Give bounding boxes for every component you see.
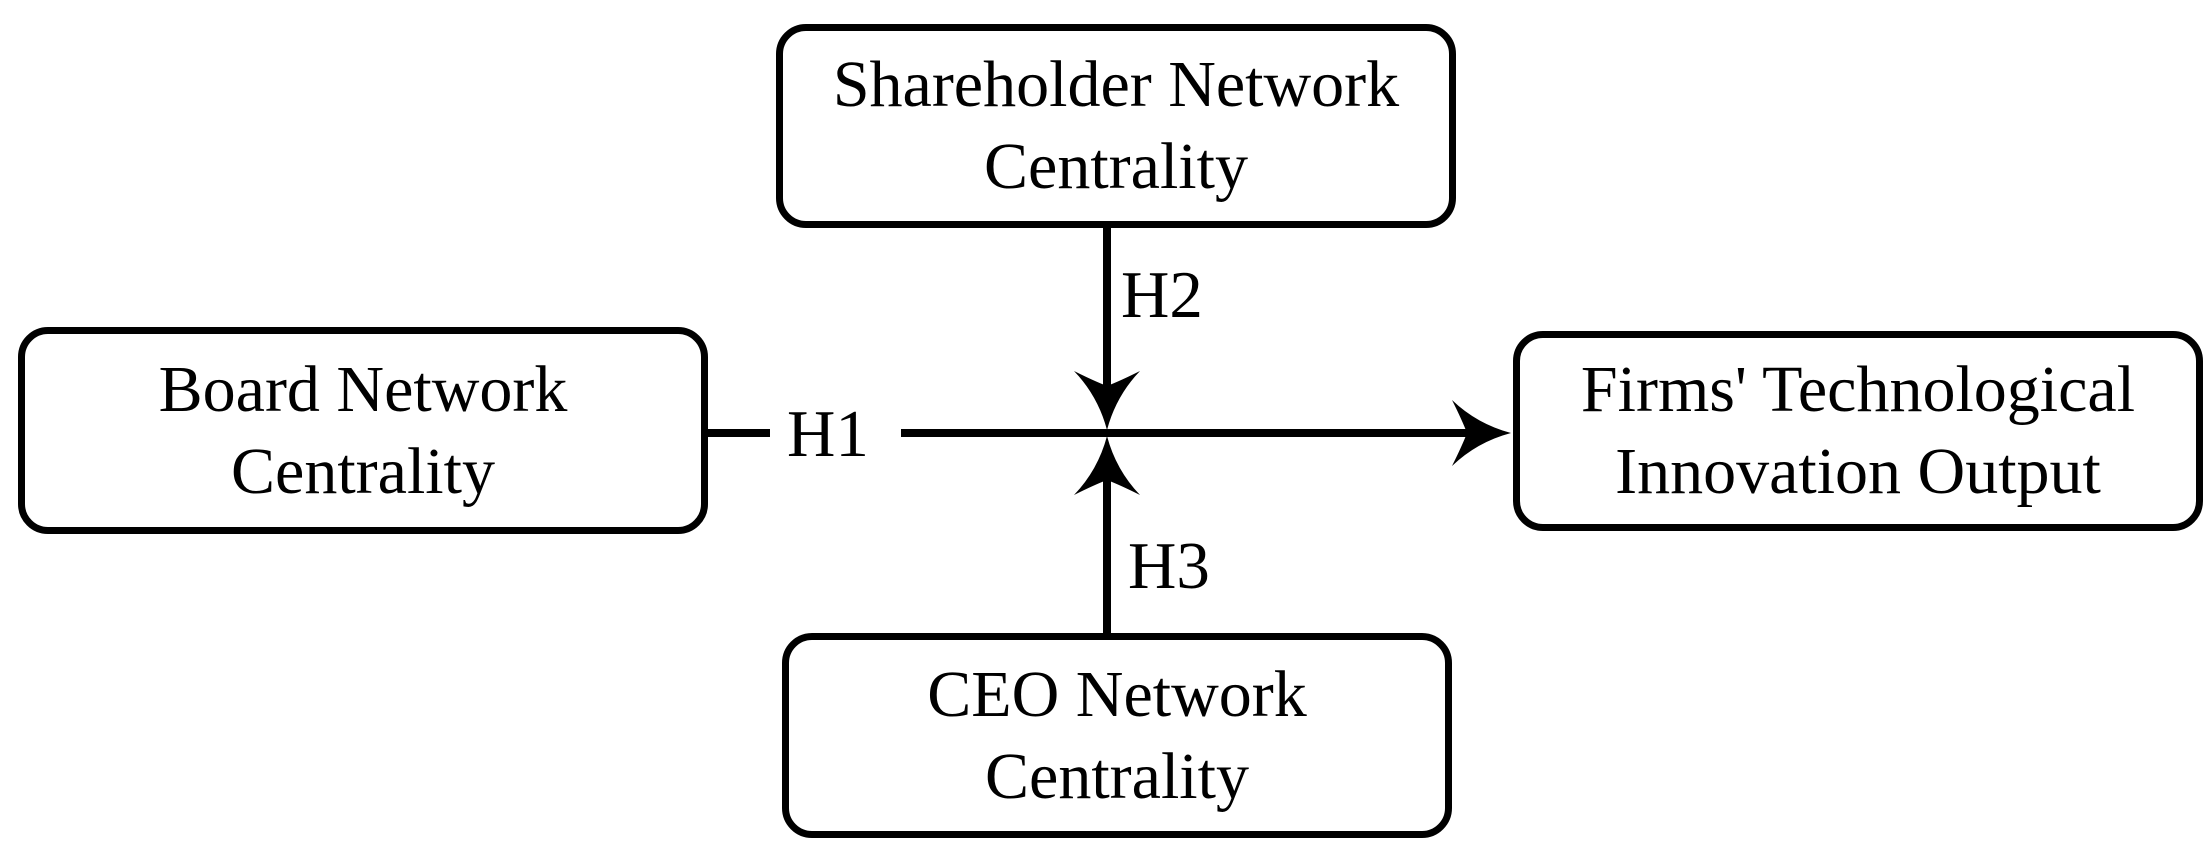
h2-edge-label: H2 [1121, 258, 1203, 332]
h3-edge-label: H3 [1128, 529, 1210, 603]
h1-edge-label: H1 [787, 396, 869, 471]
node-label-line: CEO Network [927, 657, 1307, 731]
node-label-line: Board Network [158, 352, 568, 426]
node-shareholder-network-centrality: Shareholder Network Centrality [776, 24, 1456, 228]
node-label-line: Centrality [984, 130, 1248, 203]
node-label-line: Centrality [231, 434, 495, 508]
node-firms-technological-innovation-output: Firms' Technological Innovation Output [1513, 331, 2203, 531]
node-label-line: Firms' Technological [1580, 353, 2136, 427]
node-label-line: Shareholder Network [832, 48, 1400, 122]
node-label-line: Innovation Output [1615, 435, 2101, 508]
node-ceo-network-centrality: CEO Network Centrality [782, 633, 1452, 838]
node-label-line: Centrality [985, 739, 1249, 813]
node-board-network-centrality: Board Network Centrality [18, 327, 708, 534]
